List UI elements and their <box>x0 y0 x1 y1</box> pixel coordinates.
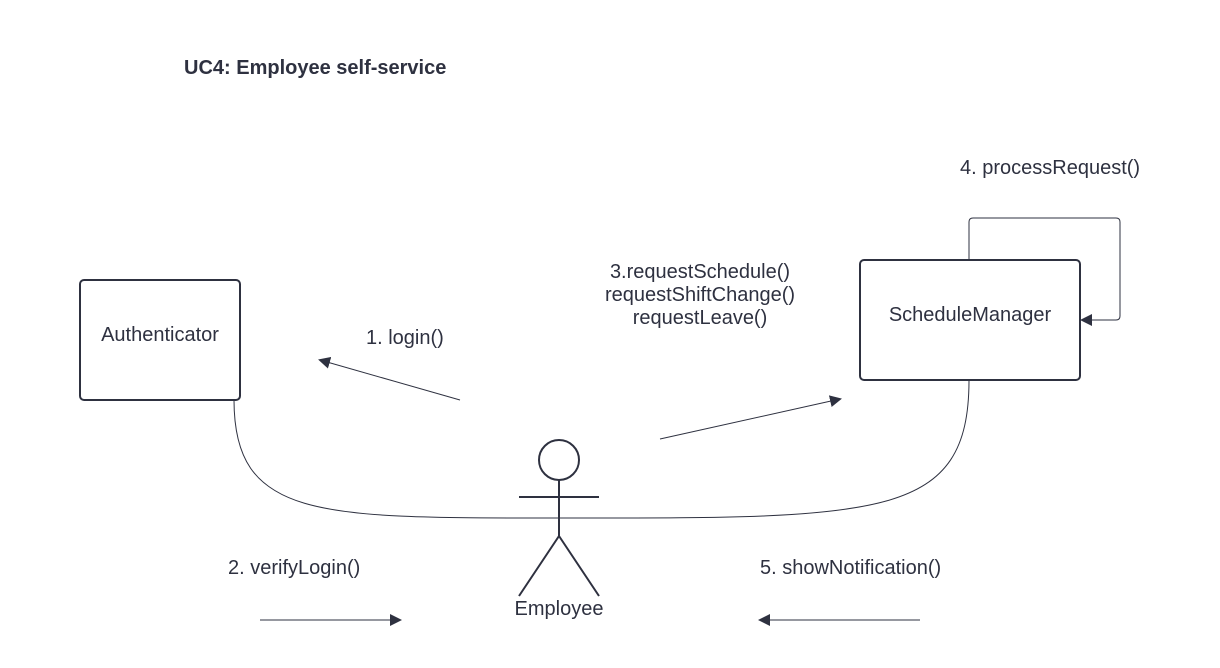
diagram-title: UC4: Employee self-service <box>184 57 447 79</box>
actor-left-leg <box>518 535 560 597</box>
self-link-processrequest <box>968 217 1121 326</box>
message-processrequest-label: 4. processRequest() <box>960 157 1141 179</box>
arrow-login <box>318 356 461 401</box>
message-login-label: 1. login() <box>366 327 444 349</box>
authenticator-label: Authenticator <box>101 324 219 346</box>
message-request-line-1: 3.requestSchedule() <box>609 261 791 283</box>
message-request-line-3: requestLeave() <box>632 307 768 329</box>
authenticator-box[interactable] <box>79 279 241 401</box>
employee-actor-figure[interactable] <box>518 439 600 597</box>
message-shownotification-label: 5. showNotification() <box>760 557 942 579</box>
actor-head <box>538 439 580 481</box>
message-request-label: 3.requestSchedule() requestShiftChange()… <box>590 261 810 330</box>
message-verifylogin-label: 2. verifyLogin() <box>228 557 361 579</box>
arrow-request <box>659 395 842 440</box>
link-schedulemanager-employee <box>559 379 970 519</box>
message-request-line-2: requestShiftChange() <box>604 284 796 306</box>
actor-right-leg <box>558 535 600 597</box>
actor-name-label: Employee <box>514 598 604 620</box>
schedule-manager-label: ScheduleManager <box>888 304 1052 326</box>
link-authenticator-employee <box>233 399 561 519</box>
